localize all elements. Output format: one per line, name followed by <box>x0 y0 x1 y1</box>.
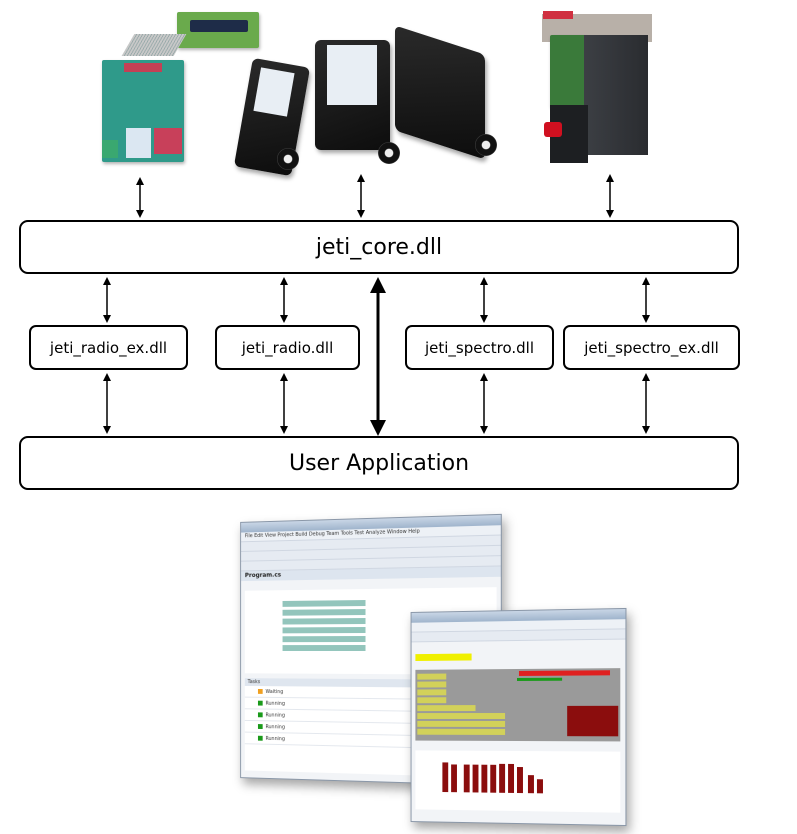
timeline-label <box>417 681 447 688</box>
module-label: jeti_spectro_ex.dll <box>584 338 719 357</box>
timeline-dark-bar <box>567 705 619 737</box>
red-connectors <box>154 128 182 154</box>
user-application-box: User Application <box>19 436 739 490</box>
chart-bar <box>472 764 479 793</box>
white-connector <box>126 128 151 158</box>
timeline-label <box>417 728 506 735</box>
chart-bar <box>451 764 457 793</box>
fiber-connector <box>544 122 562 137</box>
timeline-label <box>417 673 447 680</box>
module-box-radio: jeti_radio.dll <box>215 325 360 370</box>
chart-bar <box>508 763 515 793</box>
status-dot <box>257 700 263 706</box>
board-header <box>124 63 162 72</box>
module-red-tab <box>543 11 573 19</box>
chart-bar <box>516 767 523 794</box>
module-housing <box>584 35 648 155</box>
analyzer-screenshot <box>410 607 627 827</box>
analyzer-toolbar <box>411 629 626 643</box>
module-box-radio-ex: jeti_radio_ex.dll <box>29 325 188 370</box>
device-spectro-boxes <box>233 25 500 177</box>
task-status: Running <box>265 723 285 730</box>
status-dot <box>257 688 263 694</box>
module-label: jeti_radio.dll <box>241 338 334 357</box>
analyzer-highlight <box>415 653 472 662</box>
chart-bar <box>442 762 449 793</box>
status-dot <box>257 712 263 718</box>
diffuser-ring <box>277 148 299 170</box>
task-status: Waiting <box>265 688 284 695</box>
chart-bar <box>490 764 497 793</box>
timeline-label <box>417 720 506 727</box>
timeline-label <box>417 689 447 696</box>
timeline-label <box>417 713 506 719</box>
status-dot <box>257 735 263 741</box>
task-status: Running <box>265 711 285 719</box>
module-box-spectro-ex: jeti_spectro_ex.dll <box>563 325 740 370</box>
box-label <box>327 45 377 105</box>
module-label: jeti_radio_ex.dll <box>49 338 168 357</box>
chart-bar <box>463 764 470 793</box>
diffuser-ring <box>475 134 497 156</box>
diffuser-ring <box>378 142 400 164</box>
module-label: jeti_spectro.dll <box>424 338 534 357</box>
analyzer-chart <box>415 750 621 813</box>
status-dot <box>257 724 263 730</box>
chart-bar <box>499 763 506 793</box>
connector <box>190 20 248 32</box>
task-status: Running <box>265 700 285 707</box>
timeline-label <box>417 697 447 704</box>
jeti-core-label: jeti_core.dll <box>315 234 443 260</box>
timeline-red-bar <box>518 670 610 676</box>
device-oem-module <box>540 10 655 163</box>
terminal-block <box>102 140 118 158</box>
chart-bar <box>481 764 488 793</box>
task-status: Running <box>265 735 285 742</box>
chart-bar <box>527 775 534 794</box>
code-line <box>282 598 497 607</box>
module-board <box>550 35 586 107</box>
timeline-label <box>417 705 476 712</box>
module-box-spectro: jeti_spectro.dll <box>405 325 554 370</box>
jeti-core-box: jeti_core.dll <box>19 220 739 274</box>
chart-bar <box>536 779 543 794</box>
user-application-label: User Application <box>288 450 470 476</box>
device-oem-board <box>100 10 260 162</box>
timeline-green-bar <box>516 677 563 681</box>
